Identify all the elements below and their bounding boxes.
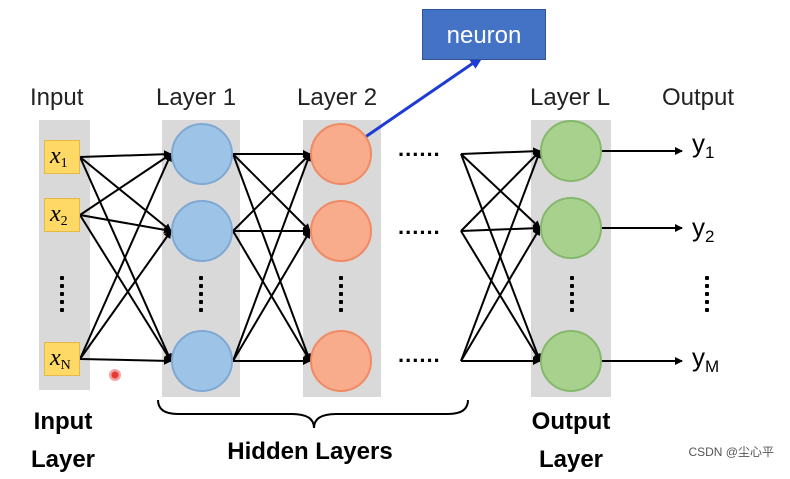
hidden-ellipsis-3: ...... bbox=[398, 342, 441, 367]
layer1-node-n bbox=[171, 330, 233, 392]
input-x2: x2 bbox=[44, 198, 80, 232]
hidden-layers-label: Hidden Layers bbox=[227, 438, 393, 465]
output-yM: yM bbox=[692, 342, 720, 376]
hidden-ellipsis-2: ...... bbox=[398, 214, 441, 239]
edge-input-0-layer1-1 bbox=[79, 156, 172, 232]
input-vertical-dots bbox=[60, 276, 64, 316]
output-node-1 bbox=[540, 120, 602, 182]
input-xN: xN bbox=[44, 342, 80, 376]
edge-layer1-2-layer2-0 bbox=[232, 153, 312, 362]
hidden-ellipsis-1: ...... bbox=[398, 136, 441, 161]
layer1-vertical-dots bbox=[199, 276, 203, 316]
layer2-node-1 bbox=[310, 123, 372, 185]
output-vertical-dots bbox=[705, 276, 709, 316]
neuron-callout: neuron bbox=[422, 9, 546, 60]
edge-input-2-layer1-0 bbox=[79, 153, 172, 360]
edge-input-2-layer1-2 bbox=[79, 356, 172, 365]
edge-input-0-layer1-2 bbox=[79, 156, 172, 362]
output-node-2 bbox=[540, 197, 602, 259]
edge-input-1-layer1-1 bbox=[79, 214, 172, 234]
edge-input-2-layer1-1 bbox=[79, 230, 172, 360]
edge-input-1-layer1-2 bbox=[79, 214, 172, 362]
layer2-node-n bbox=[310, 330, 372, 392]
edge-input-1-layer1-0 bbox=[79, 153, 172, 216]
layer2-vertical-dots bbox=[339, 276, 343, 316]
layer2-label: Layer 2 bbox=[297, 84, 378, 111]
watermark: CSDN @尘心平 bbox=[688, 445, 774, 459]
layerL-label: Layer L bbox=[530, 84, 611, 111]
input-layer-label: Input Layer bbox=[30, 408, 96, 473]
output-y2: y2 bbox=[692, 212, 715, 246]
cursor-indicator bbox=[109, 369, 121, 381]
layer1-node-2 bbox=[171, 200, 233, 262]
edge-prev-2-layerL-0 bbox=[460, 150, 542, 362]
edge-prev-2-layerL-1 bbox=[460, 227, 541, 362]
output-label: Output bbox=[662, 84, 735, 111]
edge-layer1-1-layer2-0 bbox=[232, 153, 311, 232]
layer2-node-2 bbox=[310, 200, 372, 262]
output-y1: y1 bbox=[692, 128, 715, 162]
layer1-node-1 bbox=[171, 123, 233, 185]
edge-layer1-2-layer2-1 bbox=[232, 230, 311, 362]
edge-prev-1-layerL-0 bbox=[460, 150, 541, 232]
input-label: Input bbox=[30, 84, 84, 111]
edge-input-0-layer1-0 bbox=[79, 150, 172, 159]
layer1-label: Layer 1 bbox=[156, 84, 237, 111]
edge-prev-1-layerL-1 bbox=[460, 224, 541, 233]
input-x1: x1 bbox=[44, 140, 80, 174]
output-layer-label: Output Layer bbox=[531, 408, 611, 473]
edge-prev-0-layerL-0 bbox=[460, 147, 541, 156]
layerL-vertical-dots bbox=[570, 276, 574, 316]
output-node-n bbox=[540, 330, 602, 392]
